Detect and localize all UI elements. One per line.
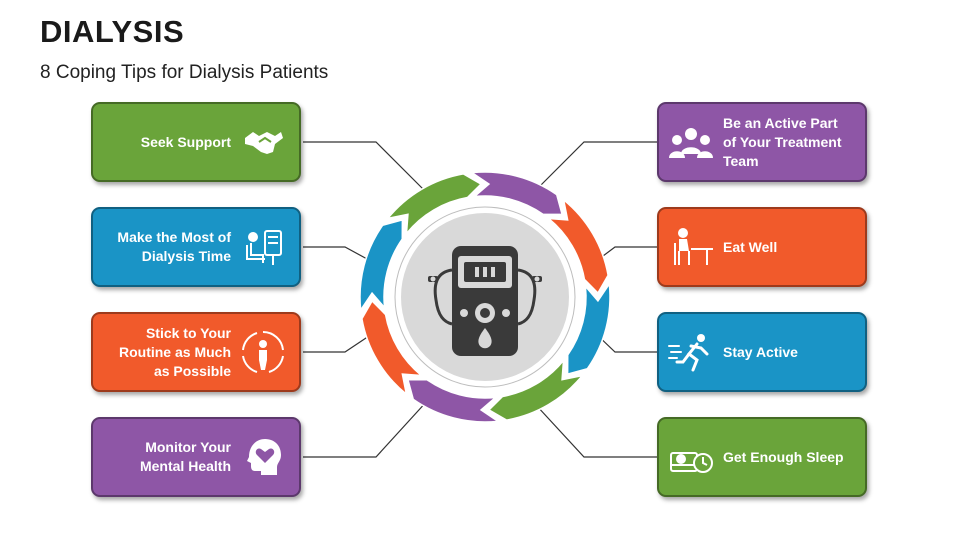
dialysis-machine-icon bbox=[428, 246, 542, 356]
page-subtitle: 8 Coping Tips for Dialysis Patients bbox=[40, 62, 329, 83]
care-team-icon bbox=[667, 118, 715, 166]
ring-segment-routine bbox=[361, 299, 424, 397]
routine-cycle-icon bbox=[239, 328, 287, 376]
tip-label: Stick to Your Routine as Much as Possibl… bbox=[118, 324, 231, 379]
tip-label: Stay Active bbox=[723, 343, 798, 360]
tip-label: Eat Well bbox=[723, 238, 778, 255]
tip-label: Seek Support bbox=[140, 133, 231, 150]
tip-label: Make the Most of Dialysis Time bbox=[117, 229, 231, 264]
connector-treatment-team bbox=[533, 141, 657, 193]
ring-segment-treatment-team bbox=[469, 171, 564, 216]
tip-card-seek-support: Seek Support bbox=[91, 102, 301, 182]
tip-card-routine: Stick to Your Routine as Much as Possibl… bbox=[91, 312, 301, 392]
connector-seek-support bbox=[303, 141, 429, 195]
tip-card-mental-health: Monitor Your Mental Health bbox=[91, 417, 301, 497]
ring-segment-sleep bbox=[487, 358, 585, 421]
tip-label: Monitor Your Mental Health bbox=[139, 439, 231, 474]
tip-card-dialysis-time: Make the Most of Dialysis Time bbox=[91, 207, 301, 287]
patient-dialysis-icon bbox=[239, 223, 287, 271]
sleep-clock-icon bbox=[667, 433, 715, 481]
connector-mental-health bbox=[303, 399, 429, 458]
tip-label: Get Enough Sleep bbox=[723, 448, 844, 465]
handshake-icon bbox=[239, 118, 287, 166]
running-person-icon bbox=[667, 328, 715, 376]
eating-person-icon bbox=[667, 223, 715, 271]
head-heart-icon bbox=[239, 433, 287, 481]
ring-segment-dialysis-time bbox=[359, 218, 404, 313]
tip-card-eat-well: Eat Well bbox=[657, 207, 867, 287]
page-title: DIALYSIS bbox=[40, 14, 185, 49]
ring-segment-mental-health bbox=[406, 378, 501, 423]
tip-card-stay-active: Stay Active bbox=[657, 312, 867, 392]
tip-card-sleep: Get Enough Sleep bbox=[657, 417, 867, 497]
ring-segment-seek-support bbox=[385, 173, 483, 236]
tip-label: Be an Active Part of Your Treatment Team bbox=[723, 114, 842, 169]
segment-ring bbox=[359, 171, 611, 423]
connector-lines bbox=[303, 141, 657, 458]
ring-segment-eat-well bbox=[546, 197, 609, 295]
ring-segment-stay-active bbox=[566, 281, 611, 376]
tip-card-treatment-team: Be an Active Part of Your Treatment Team bbox=[657, 102, 867, 182]
connector-sleep bbox=[535, 404, 657, 458]
